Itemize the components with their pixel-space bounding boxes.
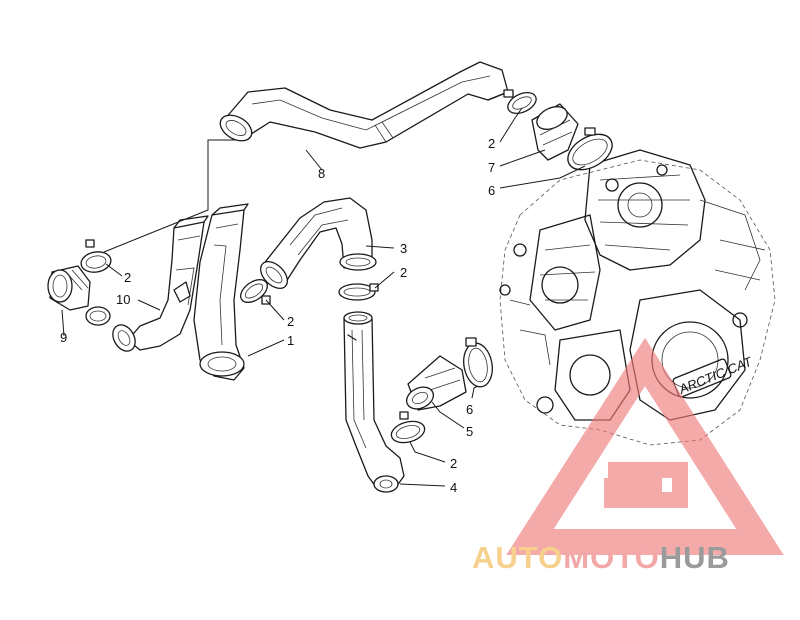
duct-10 (112, 215, 209, 352)
callout-7: 7 (488, 160, 495, 175)
duct-8 (219, 61, 509, 149)
callout-4: 4 (450, 480, 457, 495)
duct-1 (193, 203, 249, 381)
clamp-small-left (85, 306, 111, 326)
callout-2-left: 2 (124, 270, 131, 285)
boot-9 (47, 265, 91, 311)
callout-8: 8 (318, 166, 325, 181)
callout-1: 1 (287, 333, 294, 348)
watermark: AUTOMOTOHUB (472, 337, 784, 575)
watermark-g-mark (604, 462, 688, 508)
callout-3: 3 (400, 241, 407, 256)
callout-2-bracket: 2 (287, 314, 294, 329)
clamp-2-left (80, 239, 112, 273)
callout-2-low: 2 (450, 456, 457, 471)
boot-7 (531, 103, 579, 161)
callout-2-top: 2 (488, 136, 495, 151)
engine-block: ARCTIC CAT (499, 149, 776, 446)
duct-4 (343, 311, 405, 493)
watermark-moto: MOTO (563, 540, 659, 575)
watermark-text: AUTOMOTOHUB (472, 540, 730, 575)
clamp-2-bracket (240, 279, 271, 305)
clamp-6-mid (463, 337, 493, 388)
callout-6-mid: 6 (466, 402, 473, 417)
watermark-triangle-outer (506, 337, 784, 555)
boot-5 (405, 355, 467, 411)
watermark-auto: AUTO (472, 540, 563, 575)
clamp-2-mid (338, 283, 379, 301)
callout-9: 9 (60, 330, 67, 345)
engine-badge-text: ARCTIC CAT (676, 353, 755, 397)
leader-lines (61, 107, 586, 487)
callout-6-top: 6 (488, 183, 495, 198)
callout-labels: 2 7 6 8 3 2 2 10 9 2 1 6 5 2 4 (60, 136, 495, 495)
callout-2-mid: 2 (400, 265, 407, 280)
clamp-2-low (390, 411, 426, 444)
callout-5: 5 (466, 424, 473, 439)
duct-3 (260, 197, 377, 289)
clamp-2-top (503, 89, 537, 114)
callout-10: 10 (116, 292, 130, 307)
watermark-hub: HUB (660, 540, 730, 575)
clamp-6-top (567, 127, 613, 171)
